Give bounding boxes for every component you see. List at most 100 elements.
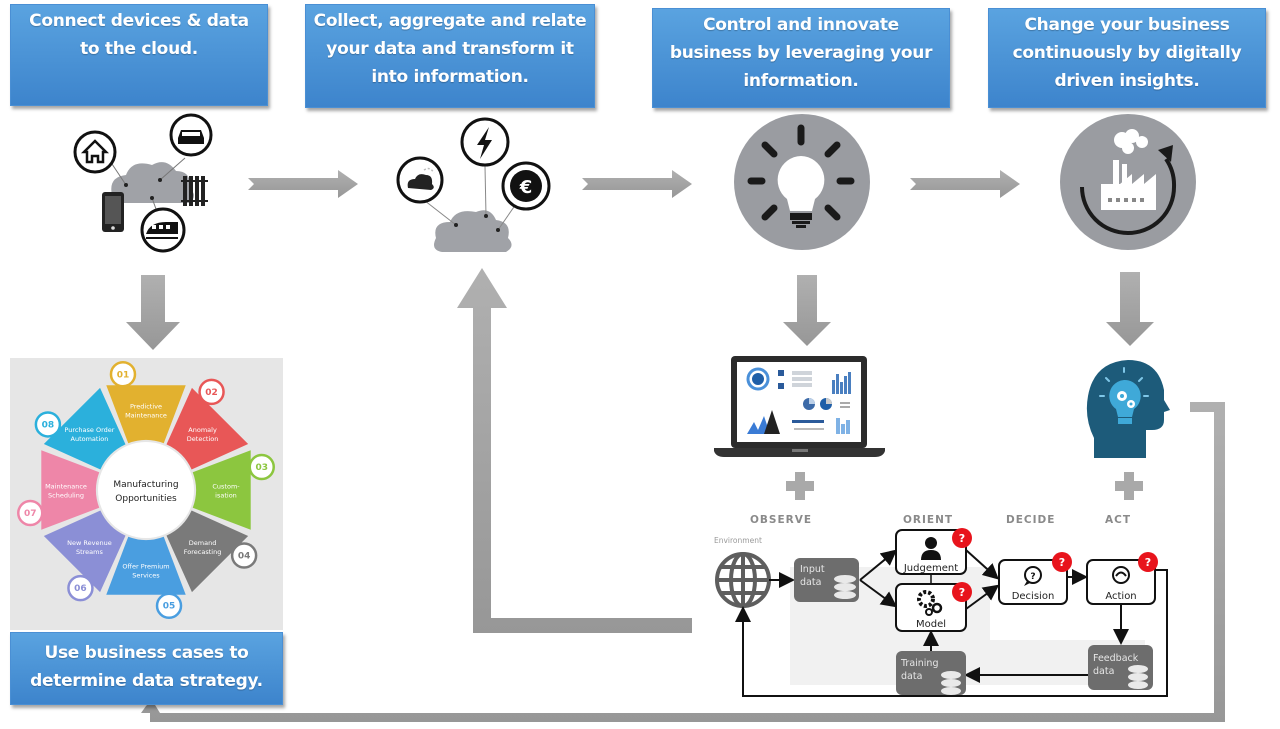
cloud-icon bbox=[434, 210, 512, 252]
manufacturing-wheel: PredictiveMaintenance01AnomalyDetection0… bbox=[17, 361, 275, 619]
arrow-control-to-change bbox=[910, 170, 1020, 198]
wheel-segment-label: Detection bbox=[187, 435, 219, 443]
plus-icon-insight bbox=[1115, 472, 1143, 500]
database-icon bbox=[834, 575, 856, 599]
wheel-segment-label: Predictive bbox=[130, 403, 162, 411]
decision-box: ? Decision bbox=[998, 559, 1068, 605]
radiator-icon bbox=[181, 176, 208, 206]
arrow-connect-down bbox=[126, 275, 180, 350]
arrow-connect-to-collect bbox=[248, 170, 358, 198]
factory-cycle-icon bbox=[1060, 114, 1196, 250]
input-data-box: Input data bbox=[794, 558, 859, 602]
decision-label: Decision bbox=[1012, 591, 1055, 602]
step-control-line-3: information. bbox=[743, 71, 859, 91]
wheel-number-badge bbox=[198, 378, 225, 406]
wheel-center-label: Manufacturing bbox=[113, 480, 178, 490]
step-use-line-2: determine data strategy. bbox=[30, 671, 263, 691]
wheel-segment-label: Services bbox=[132, 572, 160, 580]
feedback-data-line-2: data bbox=[1093, 666, 1114, 677]
wheel-segment-label: Offer Premium bbox=[122, 563, 169, 571]
badge-decision: ? bbox=[1052, 552, 1072, 572]
train-icon bbox=[140, 207, 186, 253]
wheel-number: 04 bbox=[238, 552, 251, 562]
badge-action: ? bbox=[1138, 552, 1158, 572]
step-change-box: Change your business continuously by dig… bbox=[988, 8, 1266, 108]
wheel-number-badge bbox=[230, 542, 258, 569]
head-gears-icon bbox=[1086, 360, 1170, 458]
wheel-number: 06 bbox=[74, 584, 87, 594]
training-data-line-1: Training bbox=[900, 658, 939, 669]
laptop-dashboard-icon bbox=[714, 356, 885, 457]
phase-observe: OBSERVE bbox=[750, 514, 812, 526]
wheel-segment-label: Maintenance bbox=[45, 483, 87, 491]
judgement-box: Judgement bbox=[895, 529, 967, 575]
arrow-control-down bbox=[783, 275, 831, 346]
wheel-segment-label: Automation bbox=[71, 435, 109, 443]
wheel-center-label: Opportunities bbox=[115, 494, 177, 504]
svg-text:?: ? bbox=[1059, 556, 1065, 569]
wheel-number: 02 bbox=[205, 388, 218, 398]
step-change-line-3: driven insights. bbox=[1054, 71, 1200, 91]
wheel-segment-label: Forecasting bbox=[184, 548, 222, 556]
lightbulb-icon bbox=[734, 114, 870, 250]
wheel-segment-label: isation bbox=[215, 492, 237, 500]
phase-orient: ORIENT bbox=[903, 514, 953, 526]
action-box: Action bbox=[1086, 559, 1156, 605]
step-change-line-1: Change your business bbox=[1024, 15, 1230, 35]
wheel-segment-label: New Revenue bbox=[67, 539, 112, 547]
step-connect-line-1: Connect devices & data bbox=[29, 11, 249, 31]
wheel-number: 08 bbox=[42, 420, 55, 430]
smartphone-icon bbox=[102, 192, 124, 232]
wheel-number-badge bbox=[67, 574, 94, 602]
wheel-number-badge bbox=[155, 592, 183, 619]
step-change-line-2: continuously by digitally bbox=[1012, 43, 1242, 63]
wheel-number: 05 bbox=[163, 602, 176, 612]
arrow-ooda-back-to-collect bbox=[457, 268, 692, 633]
phase-decide: DECIDE bbox=[1006, 514, 1055, 526]
wheel-number: 01 bbox=[117, 370, 130, 380]
plus-icon-dashboard bbox=[786, 472, 814, 500]
wheel-number-badge bbox=[248, 453, 275, 481]
phase-act: ACT bbox=[1105, 514, 1131, 526]
step-connect-line-2: to the cloud. bbox=[80, 39, 198, 59]
arrow-collect-to-control bbox=[582, 170, 692, 198]
input-data-line-2: data bbox=[800, 577, 821, 588]
euro-icon: € bbox=[501, 161, 551, 211]
svg-text:?: ? bbox=[1145, 556, 1151, 569]
svg-text:?: ? bbox=[959, 586, 965, 599]
step-use-line-1: Use business cases to bbox=[44, 643, 249, 663]
gears-icon bbox=[917, 590, 943, 616]
wheel-number-badge bbox=[17, 499, 44, 527]
wheel-segment-label: Demand bbox=[189, 539, 217, 547]
wheel-segment-label: Scheduling bbox=[48, 492, 84, 500]
connect-devices-cluster bbox=[73, 113, 213, 253]
step-control-box: Control and innovate business by leverag… bbox=[652, 8, 950, 108]
wheel-number-badge bbox=[34, 411, 62, 438]
svg-text:?: ? bbox=[1030, 572, 1035, 582]
lightning-icon bbox=[460, 117, 510, 167]
environment-label: Environment bbox=[714, 536, 762, 545]
wheel-number: 07 bbox=[24, 509, 37, 519]
ooda-loop-diagram: OBSERVE ORIENT DECIDE ACT Environment In… bbox=[714, 514, 1168, 697]
step-collect-line-2: your data and transform it bbox=[326, 39, 574, 59]
feedback-data-box: Feedback data bbox=[1088, 645, 1153, 690]
wheel-segment-label: Purchase Order bbox=[64, 426, 114, 434]
database-icon bbox=[1128, 665, 1148, 689]
step-collect-box: Collect, aggregate and relate your data … bbox=[305, 4, 595, 108]
gauge-icon bbox=[1112, 566, 1130, 584]
step-control-line-2: business by leveraging your bbox=[669, 43, 933, 63]
step-use-box: Use business cases to determine data str… bbox=[10, 632, 283, 705]
person-icon bbox=[921, 537, 941, 560]
badge-model: ? bbox=[952, 582, 972, 602]
house-icon bbox=[73, 130, 117, 174]
wheel-segment-label: Custom- bbox=[212, 483, 240, 491]
model-label: Model bbox=[916, 619, 946, 630]
judgement-label: Judgement bbox=[903, 563, 958, 574]
